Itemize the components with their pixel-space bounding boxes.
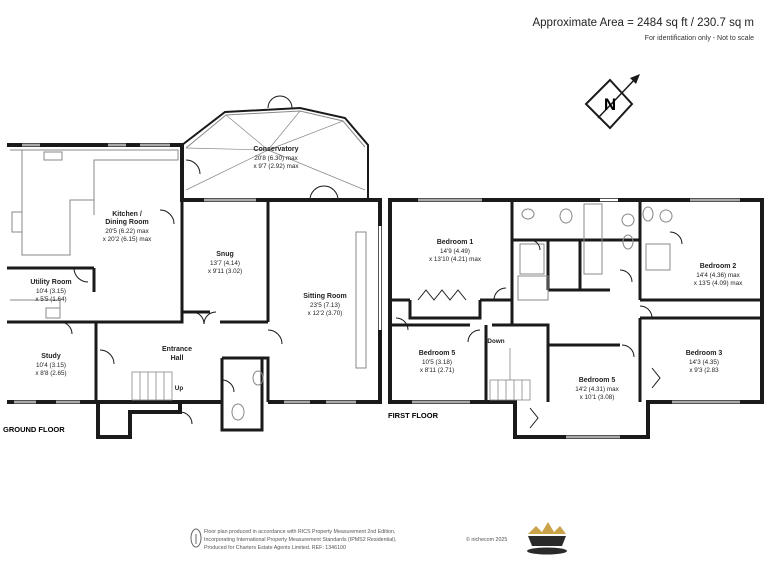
room-dim: 20'5 (6.22) max (105, 228, 149, 235)
room-dim: x 12'2 (3.70) (308, 310, 343, 317)
room-dim: 14'3 (4.35) (689, 359, 719, 366)
ground-room-labels: Conservatory 20'8 (6.30) max x 9'7 (2.92… (30, 146, 346, 392)
stair-label: Up (175, 385, 184, 392)
room-dim: x 8'11 (2.71) (420, 367, 454, 374)
room-name: Hall (171, 355, 184, 362)
room-name: Kitchen / (112, 211, 142, 218)
footer-line: Incorporating International Property Mea… (204, 537, 397, 543)
room-name: Bedroom 5 (579, 377, 616, 384)
room-name: Conservatory (253, 146, 298, 153)
room-dim: x 13'5 (4.09) max (694, 280, 743, 287)
ground-window-panes (14, 144, 356, 403)
room-name: Bedroom 5 (419, 350, 456, 357)
room-dim: 14'9 (4.49) (440, 248, 470, 255)
room-dim: x 5'5 (1.64) (35, 296, 66, 303)
ground-floor-walls (7, 143, 382, 439)
room-dim: 10'4 (3.15) (36, 288, 66, 295)
room-dim: x 9'11 (3.02) (208, 268, 242, 275)
copyright: © nichecom 2025 (466, 537, 508, 543)
room-name: Bedroom 1 (437, 239, 474, 246)
room-dim: x 9'3 (2.83 (689, 367, 719, 374)
kitchen-fittings (10, 149, 179, 319)
room-dim: x 20'2 (6.15) max (103, 236, 152, 243)
scale-note: For identification only - Not to scale (644, 35, 754, 42)
first-stairs (489, 348, 531, 401)
approximate-area: Approximate Area = 2484 sq ft / 230.7 sq… (532, 17, 754, 29)
room-name: Snug (216, 251, 234, 258)
room-dim: 10'5 (3.18) (422, 359, 452, 366)
ground-stairs (131, 371, 173, 401)
first-floor-label: FIRST FLOOR (388, 411, 439, 420)
room-name: Sitting Room (303, 293, 347, 300)
north-arrow-icon: N (584, 74, 640, 130)
room-dim: 10'4 (3.15) (36, 362, 66, 369)
room-dim: 20'8 (6.30) max (254, 155, 298, 162)
room-name: Study (41, 353, 61, 360)
ground-wc-fixtures (231, 370, 264, 421)
room-dim: 14'2 (4.31) max (575, 386, 619, 393)
room-dim: 23'5 (7.13) (310, 302, 340, 309)
room-name: Dining Room (105, 219, 149, 226)
room-name: Entrance (162, 346, 192, 353)
conservatory-doors (185, 95, 339, 201)
footer-text: Floor plan produced in accordance with R… (204, 528, 397, 552)
first-floor-doors (395, 231, 683, 429)
room-name: Bedroom 3 (686, 350, 723, 357)
room-dim: x 9'7 (2.92) max (254, 163, 300, 170)
room-dim: x 8'8 (2.65) (35, 370, 66, 377)
info-icon (190, 528, 202, 548)
stair-label: Down (487, 338, 504, 345)
room-dim: x 13'10 (4.21) max (429, 256, 482, 263)
footer-line: Produced for Charters Estate Agents Limi… (204, 545, 346, 551)
conservatory-outline (181, 106, 369, 200)
room-dim: 14'4 (4.36) max (696, 272, 740, 279)
ground-doors (59, 209, 283, 425)
room-dim: x 10'1 (3.08) (580, 394, 615, 401)
crown-logo (527, 522, 567, 555)
room-dim: 13'7 (4.14) (210, 260, 240, 267)
room-name: Utility Room (30, 279, 71, 286)
first-floor-bath-fixtures (517, 203, 673, 301)
room-name: Bedroom 2 (700, 263, 737, 270)
first-room-labels: Bedroom 1 14'9 (4.49) x 13'10 (4.21) max… (419, 239, 743, 401)
ground-floor-label: GROUND FLOOR (3, 425, 65, 434)
compass-letter: N (604, 95, 616, 114)
first-window-panes (412, 199, 740, 438)
footer-line: Floor plan produced in accordance with R… (204, 529, 396, 535)
sitting-room-fireplace (355, 231, 367, 369)
